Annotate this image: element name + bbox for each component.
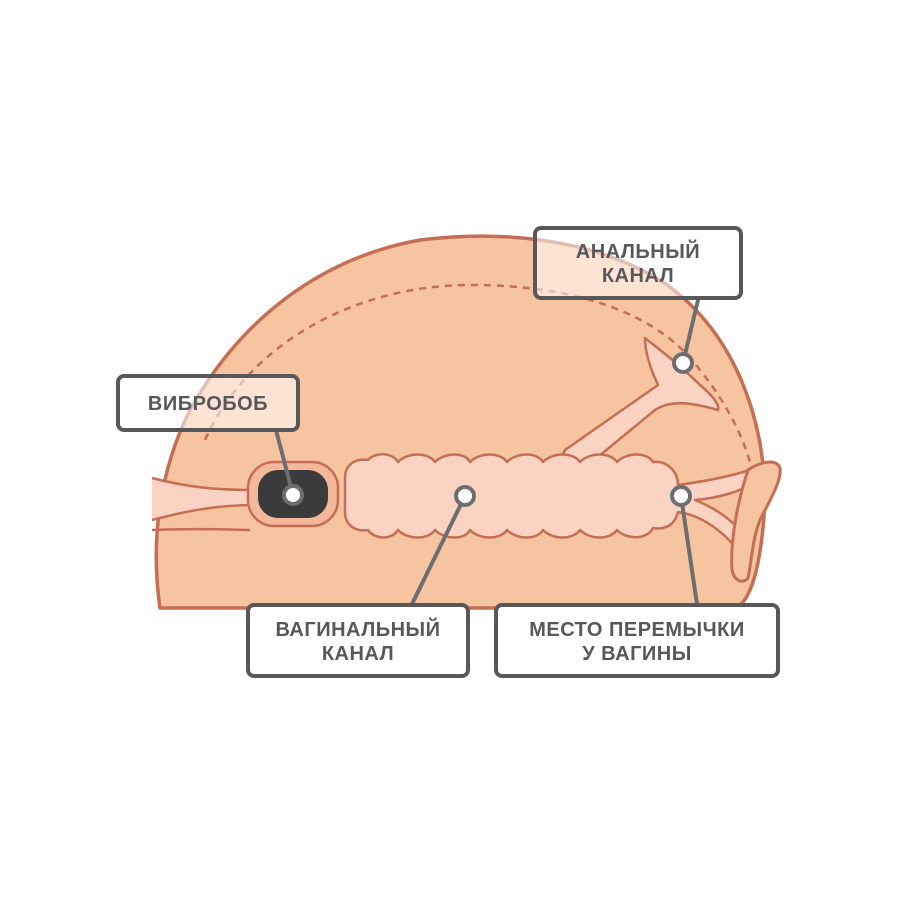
label-anal-canal-line-1: АНАЛЬНЫЙ bbox=[576, 239, 700, 263]
label-vaginal-partition-line-2: У ВАГИНЫ bbox=[582, 643, 692, 665]
dot-anal-canal bbox=[672, 352, 694, 374]
dot-vaginal-partition bbox=[670, 485, 692, 507]
vaginal-opening-lip bbox=[730, 460, 782, 583]
label-vaginal-partition-line-1: МЕСТО ПЕРЕМЫЧКИ bbox=[529, 619, 745, 641]
label-anal-canal-line-2: КАНАЛ bbox=[602, 265, 674, 287]
body-seam bbox=[151, 527, 251, 532]
label-vibro-bullet: ВИБРОБОБ bbox=[116, 374, 300, 432]
leader-dots bbox=[282, 352, 694, 507]
label-vaginal-canal-line-2: КАНАЛ bbox=[322, 643, 394, 665]
label-vaginal-canal: ВАГИНАЛЬНЫЙ КАНАЛ bbox=[246, 603, 470, 678]
leader-line-vaginal-canal bbox=[410, 494, 467, 606]
leader-line-vaginal-partition bbox=[679, 494, 699, 606]
label-vaginal-canal-line-1: ВАГИНАЛЬНЫЙ bbox=[275, 617, 440, 641]
dot-vaginal-canal bbox=[454, 485, 476, 507]
label-vaginal-partition: МЕСТО ПЕРЕМЫЧКИ У ВАГИНЫ bbox=[494, 603, 780, 678]
label-vibro-bullet-line-1: ВИБРОБОБ bbox=[148, 393, 268, 415]
dot-vibro-bullet bbox=[282, 484, 304, 506]
leader-lines bbox=[274, 298, 700, 606]
leader-line-vibro-bullet bbox=[274, 428, 295, 497]
label-anal-canal: АНАЛЬНЫЙ КАНАЛ bbox=[533, 226, 743, 300]
